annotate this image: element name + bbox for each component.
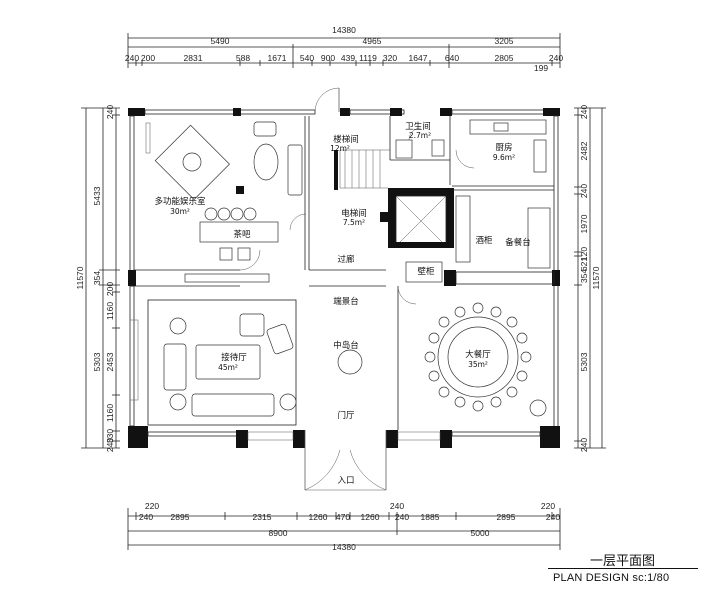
room-labels: 多功能娱乐室 30m² 茶吧 楼梯间 12m² 卫生间 2.7m² 厨房 9.6… xyxy=(154,121,530,486)
left-mid-dim: 5433 xyxy=(92,186,102,205)
top-fine-dim: 588 xyxy=(236,53,250,63)
right-fine-dim: 120 xyxy=(579,247,589,261)
top-fine-dim: 900 xyxy=(321,53,335,63)
right-fine-dim: 2482 xyxy=(579,141,589,160)
wall-cabinet-label: 壁柜 xyxy=(417,266,435,277)
left-dimension-lines: 11570 5433 354 5303 240 200 1160 2453 11… xyxy=(75,105,120,452)
bottom-mid-dim: 8900 xyxy=(269,528,288,538)
right-fine-dim: 240 xyxy=(579,105,589,119)
right-total-dim: 11570 xyxy=(591,266,601,289)
top-fine-dim: 2805 xyxy=(495,53,514,63)
top-total-dim: 14380 xyxy=(332,25,356,35)
plan-subtitle: PLAN DESIGN sc:1/80 xyxy=(553,572,670,584)
right-fine-dim: 240 xyxy=(579,438,589,452)
right-extra-dim: 621 xyxy=(579,257,589,271)
left-fine-dim: 240 xyxy=(105,105,115,119)
left-fine-dim: 1160 xyxy=(105,302,115,321)
kitchen-area: 9.6m² xyxy=(493,153,515,162)
title-underline xyxy=(548,568,698,569)
top-fine-dim: 439 xyxy=(341,53,355,63)
toilet-label: 卫生间 xyxy=(405,121,431,132)
prep-table-label: 备餐台 xyxy=(505,237,531,248)
tea-bar-label: 茶吧 xyxy=(233,229,251,240)
top-fine-dim: 540 xyxy=(300,53,314,63)
left-fine-dim: 200 xyxy=(105,282,115,296)
bottom-total-dim: 14380 xyxy=(332,542,356,552)
right-fine-dim: 354 xyxy=(579,269,589,283)
top-fine-dim: 240 xyxy=(125,53,139,63)
left-total-dim: 11570 xyxy=(75,266,85,289)
reception-area: 45m² xyxy=(218,363,238,372)
top-dimension-lines: 14380 5490 4965 3205 240 200 2831 588 16… xyxy=(125,25,563,73)
island-label: 中岛台 xyxy=(333,340,359,351)
right-fine-dim: 1970 xyxy=(579,214,589,233)
top-fine-dim: 640 xyxy=(445,53,459,63)
furniture-multi-room xyxy=(154,121,388,283)
kitchen-label: 厨房 xyxy=(495,142,512,153)
bottom-dimension-lines: 220 240 220 240 2895 2315 1260 470 1260 … xyxy=(127,501,561,552)
top-mid-dim: 3205 xyxy=(495,36,514,46)
left-fine-dim: 240 xyxy=(105,438,115,452)
left-fine-dim: 1160 xyxy=(105,404,115,423)
furniture-dining xyxy=(337,195,551,417)
elevator-label: 电梯间 xyxy=(341,208,367,219)
bottom-fine-dim: 1885 xyxy=(421,512,440,522)
bottom-mid-dim: 5000 xyxy=(471,528,490,538)
entrance-label: 入口 xyxy=(337,476,354,486)
left-fine-dim: 2453 xyxy=(105,352,115,371)
bottom-fine-dim: 240 xyxy=(546,512,560,522)
multi-room-area: 30m² xyxy=(170,207,190,216)
plan-title: 一层平面图 xyxy=(590,554,656,569)
bottom-fine-dim: 2315 xyxy=(253,512,272,522)
wine-cabinet-label: 酒柜 xyxy=(475,235,493,246)
stair-area: 12m² xyxy=(330,144,350,153)
left-mid-dim: 354 xyxy=(92,271,102,285)
bottom-extra-dim: 240 xyxy=(390,501,404,511)
top-fine-dim: 2831 xyxy=(184,53,203,63)
bottom-fine-dim: 240 xyxy=(395,512,409,522)
left-fine-dim: 330 xyxy=(105,429,115,443)
bottom-extra-dim: 220 xyxy=(541,501,555,511)
dining-label: 大餐厅 xyxy=(465,349,491,360)
bottom-extra-dim: 220 xyxy=(145,501,159,511)
end-table-label: 端景台 xyxy=(333,296,359,307)
top-extra-dim: 199 xyxy=(534,63,548,73)
bottom-fine-dim: 2895 xyxy=(497,512,516,522)
top-fine-dim: 1647 xyxy=(409,53,428,63)
toilet-area: 2.7m² xyxy=(409,131,431,140)
doors xyxy=(239,87,475,491)
foyer-label: 门厅 xyxy=(337,410,355,421)
right-fine-dim: 5303 xyxy=(579,352,589,371)
top-mid-dim: 5490 xyxy=(211,36,230,46)
right-fine-dim: 240 xyxy=(579,184,589,198)
furniture-reception xyxy=(163,313,297,417)
top-fine-dim: 240 xyxy=(549,53,563,63)
stair-label: 楼梯间 xyxy=(333,134,359,145)
multi-room-label: 多功能娱乐室 xyxy=(154,196,206,207)
exterior-walls xyxy=(128,108,560,448)
bottom-fine-dim: 2895 xyxy=(171,512,190,522)
top-fine-dim: 200 xyxy=(141,53,155,63)
top-fine-dim: 1119 xyxy=(359,53,377,63)
bottom-fine-dim: 470 xyxy=(336,512,350,522)
reception-label: 接待厅 xyxy=(221,352,247,363)
dining-area: 35m² xyxy=(468,360,488,369)
top-fine-dim: 1671 xyxy=(268,53,287,63)
bottom-fine-dim: 1260 xyxy=(361,512,380,522)
left-mid-dim: 5303 xyxy=(92,352,102,371)
right-dimension-lines: 240 2482 240 1970 120 354 5303 240 621 1… xyxy=(574,105,606,452)
top-fine-dim: 320 xyxy=(383,53,397,63)
corridor-label: 过廊 xyxy=(337,254,355,265)
bottom-fine-dim: 1260 xyxy=(309,512,328,522)
elevator-area: 7.5m² xyxy=(343,218,365,227)
furniture-kitchen-toilet xyxy=(395,119,547,173)
bottom-fine-dim: 240 xyxy=(139,512,153,522)
top-mid-dim: 4965 xyxy=(363,36,382,46)
